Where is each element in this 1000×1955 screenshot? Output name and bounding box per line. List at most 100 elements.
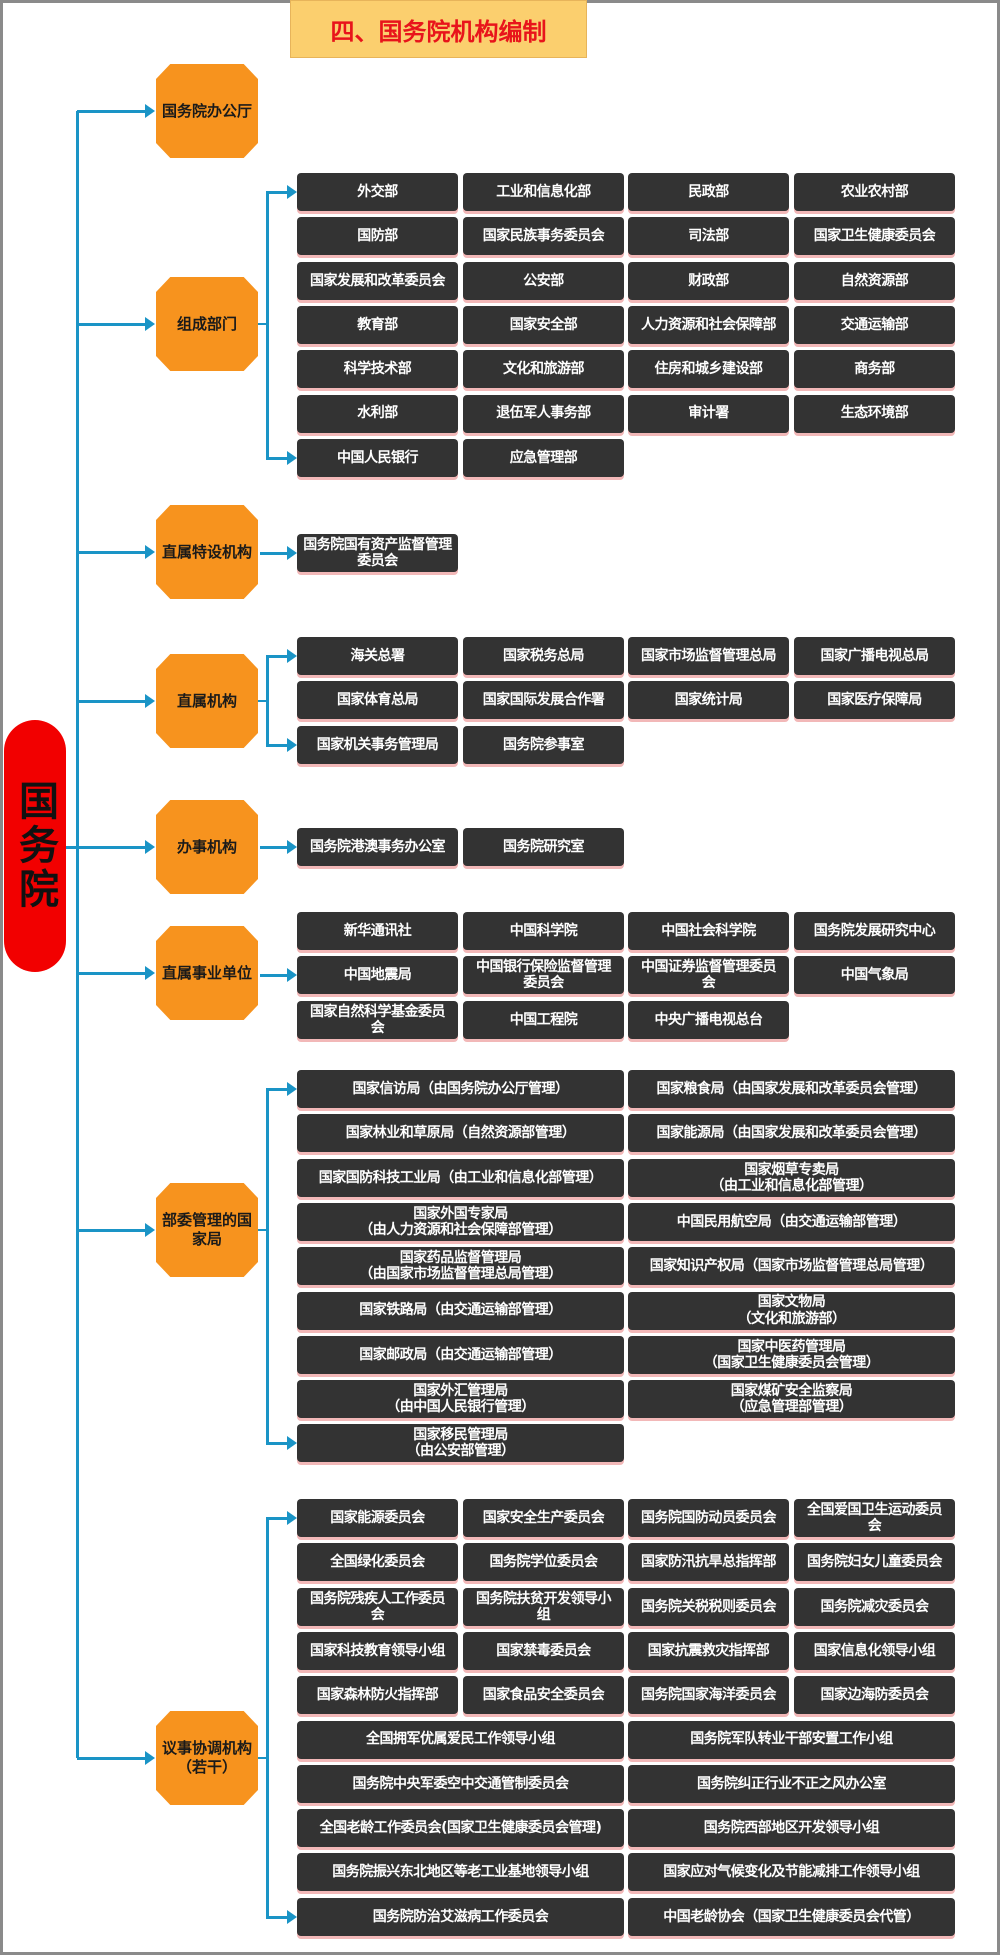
org-box[interactable]: 中国人民银行 [297, 438, 458, 477]
category-node[interactable]: 办事机构 [156, 800, 258, 894]
org-box[interactable]: 国家安全部 [463, 305, 624, 344]
org-box[interactable]: 商务部 [794, 350, 955, 389]
category-node[interactable]: 直属事业单位 [156, 926, 258, 1020]
org-box[interactable]: 国家移民管理局 （由公安部管理） [297, 1424, 624, 1463]
org-box[interactable]: 国务院国防动员委员会 [628, 1499, 789, 1537]
org-box[interactable]: 住房和城乡建设部 [628, 350, 789, 389]
org-box[interactable]: 国家林业和草原局（自然资源部管理） [297, 1114, 624, 1153]
org-box[interactable]: 国家粮食局（由国家发展和改革委员会管理） [628, 1070, 955, 1108]
org-box[interactable]: 国家能源委员会 [297, 1499, 458, 1537]
org-box[interactable]: 科学技术部 [297, 350, 458, 389]
org-box[interactable]: 全国老龄工作委员会(国家卫生健康委员会管理) [297, 1809, 624, 1848]
org-box[interactable]: 水利部 [297, 394, 458, 433]
category-node[interactable]: 直属特设机构 [156, 505, 258, 599]
org-box[interactable]: 国家信访局（由国务院办公厅管理） [297, 1070, 624, 1108]
org-box[interactable]: 国家外汇管理局 （由中国人民银行管理） [297, 1380, 624, 1419]
org-box[interactable]: 国家国际发展合作署 [463, 681, 624, 720]
org-box[interactable]: 国家应对气候变化及节能减排工作领导小组 [628, 1853, 955, 1892]
org-box[interactable]: 公安部 [463, 261, 624, 300]
org-box[interactable]: 国家煤矿安全监察局 （应急管理部管理） [628, 1380, 955, 1419]
org-box[interactable]: 国务院国有资产监督管理委员会 [297, 534, 458, 572]
org-box[interactable]: 中国工程院 [463, 1000, 624, 1039]
org-box[interactable]: 财政部 [628, 261, 789, 300]
org-box[interactable]: 国家禁毒委员会 [463, 1631, 624, 1670]
org-box[interactable]: 国务院西部地区开发领导小组 [628, 1809, 955, 1848]
org-box[interactable]: 中国证券监督管理委员 会 [628, 956, 789, 995]
org-box[interactable]: 农业农村部 [794, 173, 955, 211]
org-box[interactable]: 海关总署 [297, 637, 458, 675]
org-box[interactable]: 中国民用航空局（由交通运输部管理） [628, 1202, 955, 1241]
org-box[interactable]: 国家民族事务委员会 [463, 217, 624, 256]
org-box[interactable]: 工业和信息化部 [463, 173, 624, 211]
category-node[interactable]: 国务院办公厅 [156, 64, 258, 158]
org-box[interactable]: 全国拥军优属爱民工作领导小组 [297, 1720, 624, 1759]
org-box[interactable]: 国家中医药管理局 （国家卫生健康委员会管理） [628, 1335, 955, 1374]
org-box[interactable]: 新华通讯社 [297, 912, 458, 950]
org-box[interactable]: 人力资源和社会保障部 [628, 305, 789, 344]
org-box[interactable]: 国务院关税税则委员会 [628, 1587, 789, 1626]
org-box[interactable]: 应急管理部 [463, 438, 624, 477]
org-box[interactable]: 国家边海防委员会 [794, 1676, 955, 1715]
org-box[interactable]: 国家文物局 （文化和旅游部） [628, 1291, 955, 1330]
org-box[interactable]: 国务院中央军委空中交通管制委员会 [297, 1764, 624, 1803]
org-box[interactable]: 交通运输部 [794, 305, 955, 344]
org-box[interactable]: 国家自然科学基金委员 会 [297, 1000, 458, 1039]
org-box[interactable]: 国务院纠正行业不正之风办公室 [628, 1764, 955, 1803]
org-box[interactable]: 中国社会科学院 [628, 912, 789, 950]
org-box[interactable]: 国家食品安全委员会 [463, 1676, 624, 1715]
org-box[interactable]: 国家知识产权局（国家市场监督管理总局管理） [628, 1247, 955, 1286]
org-box[interactable]: 中国科学院 [463, 912, 624, 950]
category-node[interactable]: 议事协调机构 （若干） [156, 1711, 258, 1805]
org-box[interactable]: 国家森林防火指挥部 [297, 1676, 458, 1715]
org-box[interactable]: 国家能源局（由国家发展和改革委员会管理） [628, 1114, 955, 1153]
org-box[interactable]: 国务院扶贫开发领导小 组 [463, 1587, 624, 1626]
org-box[interactable]: 国务院学位委员会 [463, 1543, 624, 1582]
org-box[interactable]: 中国银行保险监督管理 委员会 [463, 956, 624, 995]
org-box[interactable]: 国务院残疾人工作委员 会 [297, 1587, 458, 1626]
org-box[interactable]: 审计署 [628, 394, 789, 433]
org-box[interactable]: 国家发展和改革委员会 [297, 261, 458, 300]
org-box[interactable]: 中央广播电视总台 [628, 1000, 789, 1039]
org-box[interactable]: 国家科技教育领导小组 [297, 1631, 458, 1670]
org-box[interactable]: 国务院振兴东北地区等老工业基地领导小组 [297, 1853, 624, 1892]
org-box[interactable]: 国家机关事务管理局 [297, 725, 458, 764]
org-box[interactable]: 国务院发展研究中心 [794, 912, 955, 950]
org-box[interactable]: 民政部 [628, 173, 789, 211]
org-box[interactable]: 国家卫生健康委员会 [794, 217, 955, 256]
org-box[interactable]: 国务院防治艾滋病工作委员会 [297, 1897, 624, 1936]
org-box[interactable]: 中国气象局 [794, 956, 955, 995]
org-box[interactable]: 国务院减灾委员会 [794, 1587, 955, 1626]
org-box[interactable]: 全国爱国卫生运动委员 会 [794, 1499, 955, 1537]
org-box[interactable]: 国家税务总局 [463, 637, 624, 675]
org-box[interactable]: 全国绿化委员会 [297, 1543, 458, 1582]
org-box[interactable]: 外交部 [297, 173, 458, 211]
org-box[interactable]: 文化和旅游部 [463, 350, 624, 389]
org-box[interactable]: 国家体育总局 [297, 681, 458, 720]
org-box[interactable]: 国家统计局 [628, 681, 789, 720]
org-box[interactable]: 国务院港澳事务办公室 [297, 828, 458, 866]
org-box[interactable]: 国务院国家海洋委员会 [628, 1676, 789, 1715]
org-box[interactable]: 中国老龄协会（国家卫生健康委员会代管） [628, 1897, 955, 1936]
org-box[interactable]: 生态环境部 [794, 394, 955, 433]
org-box[interactable]: 自然资源部 [794, 261, 955, 300]
org-box[interactable]: 国务院妇女儿童委员会 [794, 1543, 955, 1582]
org-box[interactable]: 国家广播电视总局 [794, 637, 955, 675]
org-box[interactable]: 国务院军队转业干部安置工作小组 [628, 1720, 955, 1759]
org-box[interactable]: 司法部 [628, 217, 789, 256]
org-box[interactable]: 国防部 [297, 217, 458, 256]
org-box[interactable]: 国家药品监督管理局 （由国家市场监督管理总局管理） [297, 1247, 624, 1286]
org-box[interactable]: 国家外国专家局 （由人力资源和社会保障部管理） [297, 1202, 624, 1241]
org-box[interactable]: 国家信息化领导小组 [794, 1631, 955, 1670]
org-box[interactable]: 国家国防科技工业局（由工业和信息化部管理） [297, 1158, 624, 1197]
org-box[interactable]: 国家医疗保障局 [794, 681, 955, 720]
org-box[interactable]: 国务院研究室 [463, 828, 624, 866]
org-box[interactable]: 教育部 [297, 305, 458, 344]
org-box[interactable]: 国家邮政局（由交通运输部管理） [297, 1335, 624, 1374]
category-node[interactable]: 直属机构 [156, 654, 258, 748]
org-box[interactable]: 国家抗震救灾指挥部 [628, 1631, 789, 1670]
org-box[interactable]: 退伍军人事务部 [463, 394, 624, 433]
org-box[interactable]: 国家防汛抗旱总指挥部 [628, 1543, 789, 1582]
org-box[interactable]: 国务院参事室 [463, 725, 624, 764]
org-box[interactable]: 国家烟草专卖局 （由工业和信息化部管理） [628, 1158, 955, 1197]
org-box[interactable]: 国家安全生产委员会 [463, 1499, 624, 1537]
